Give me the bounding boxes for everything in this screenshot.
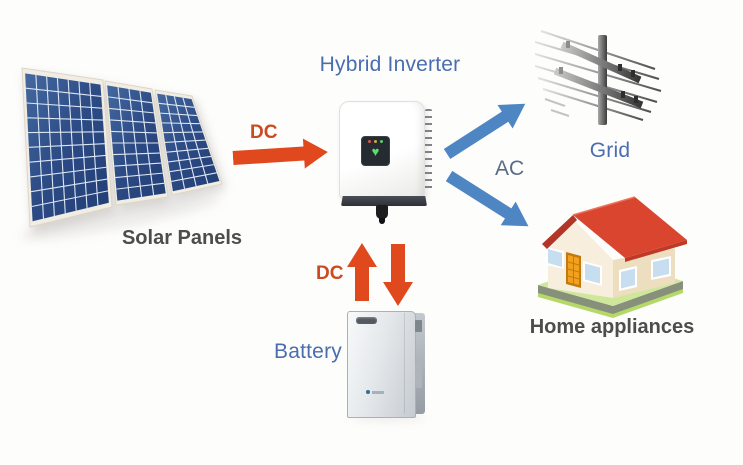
battery-logo [366,390,384,394]
dc-arrow-battery-up [347,243,377,301]
inverter-base [341,196,427,206]
dc-arrow-pv-to-inverter [232,138,328,169]
inverter-antenna [376,205,388,219]
house-icon [538,196,687,318]
solar-panel-icon [21,67,223,228]
ac-arrow-to-home [445,170,529,227]
hybrid-inverter-label: Hybrid Inverter [319,53,461,76]
battery-label: Battery [274,340,342,363]
inverter-status-leds [368,140,383,143]
inverter-vents [425,109,432,191]
battery-body [347,311,416,418]
home-appliances-label: Home appliances [529,316,695,338]
inverter-heart-icon: ♥ [371,144,380,159]
dc-label-pv: DC [250,122,278,143]
battery-side-port [415,320,422,332]
dc-label-battery: DC [316,263,344,284]
ac-label: AC [495,157,525,180]
ac-arrow-to-grid [443,103,526,160]
inverter-display: ♥ [361,136,390,166]
battery-seam [404,313,405,414]
solar-panels-label: Solar Panels [121,227,243,249]
battery-side-panel-strip [415,362,422,388]
inverter-antenna-stem [379,218,385,224]
utility-pole-icon [535,30,662,125]
dc-arrow-battery-down [383,244,413,306]
battery-vent-slot [356,317,377,324]
grid-label: Grid [589,139,631,162]
